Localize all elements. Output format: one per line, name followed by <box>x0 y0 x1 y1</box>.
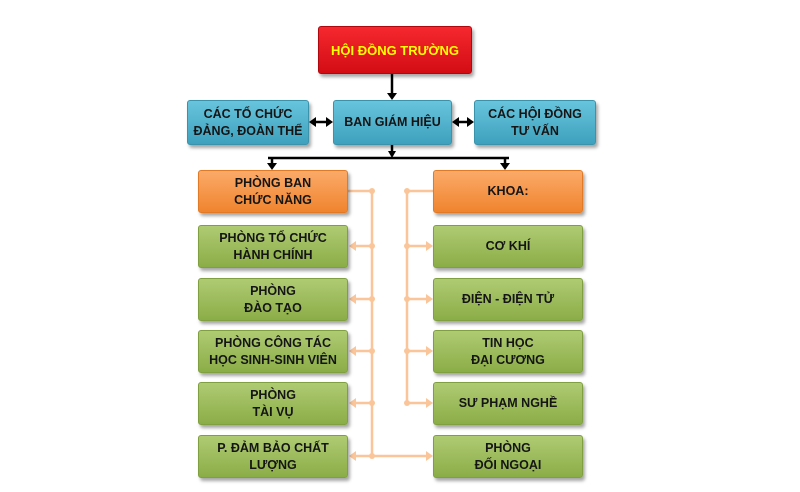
department-arrowhead-1 <box>349 241 356 251</box>
faculty-arrowhead-2 <box>426 294 433 304</box>
faculty-label: ĐIỆN - ĐIỆN TỬ <box>461 292 555 306</box>
department-box: PHÒNG CÔNG TÁC HỌC SINH-SINH VIÊN <box>198 330 348 373</box>
arrowhead-to-party <box>309 117 316 127</box>
department-label: PHÒNG TỔ CHỨC HÀNH CHÍNH <box>219 230 327 262</box>
faculty-box: SƯ PHẠM NGHỀ <box>433 382 583 425</box>
department-junction-dot <box>369 188 375 194</box>
departments-trunk <box>348 189 374 456</box>
department-box: PHÒNG TỔ CHỨC HÀNH CHÍNH <box>198 225 348 268</box>
faculty-arrowhead-1 <box>426 241 433 251</box>
faculties-header-label: KHOA: <box>487 184 529 198</box>
department-arrowhead-5 <box>349 451 356 461</box>
faculty-junction-dot <box>404 400 410 406</box>
arrowhead-board-to-rectorate <box>387 93 397 100</box>
faculty-box: TIN HỌC ĐẠI CƯƠNG <box>433 330 583 373</box>
departments-header-label: PHÒNG BAN CHỨC NĂNG <box>234 175 312 207</box>
faculties-header-box: KHOA: <box>433 170 583 213</box>
department-arrowhead-4 <box>349 398 356 408</box>
faculty-junction-dot <box>404 243 410 249</box>
department-junction-dot <box>369 243 375 249</box>
department-box: P. ĐẢM BẢO CHẤT LƯỢNG <box>198 435 348 478</box>
department-arrowhead-3 <box>349 346 356 356</box>
department-box: PHÒNG ĐÀO TẠO <box>198 278 348 321</box>
advisory-councils-label: CÁC HỘI ĐỒNG TƯ VẤN <box>488 106 582 138</box>
department-label: PHÒNG CÔNG TÁC HỌC SINH-SINH VIÊN <box>209 335 337 367</box>
school-board-label: HỘI ĐỒNG TRƯỜNG <box>330 42 460 58</box>
faculty-arrowhead-4 <box>426 398 433 408</box>
faculty-junction-dot <box>404 296 410 302</box>
faculty-arrowhead-3 <box>426 346 433 356</box>
department-junction-dot <box>369 348 375 354</box>
faculty-label: PHÒNG ĐỐI NGOẠI <box>474 440 542 472</box>
party-organizations-box: CÁC TỔ CHỨC ĐẢNG, ĐOÀN THỂ <box>187 100 309 145</box>
arrowhead-to-faculties <box>500 163 510 170</box>
arrowhead-to-rectorate-left <box>326 117 333 127</box>
faculty-box: PHÒNG ĐỐI NGOẠI <box>433 435 583 478</box>
advisory-councils-box: CÁC HỘI ĐỒNG TƯ VẤN <box>474 100 596 145</box>
department-label: PHÒNG ĐÀO TẠO <box>244 283 302 315</box>
rectorate-box: BAN GIÁM HIỆU <box>333 100 452 145</box>
arrowhead-rectorate-down <box>388 151 396 158</box>
rectorate-label: BAN GIÁM HIỆU <box>344 115 441 129</box>
department-label: PHÒNG TÀI VỤ <box>250 387 296 419</box>
arrowhead-to-rectorate-right <box>452 117 459 127</box>
arrowhead-to-departments <box>267 163 277 170</box>
faculty-box: CƠ KHÍ <box>433 225 583 268</box>
faculty-box: ĐIỆN - ĐIỆN TỬ <box>433 278 583 321</box>
arrowhead-to-councils <box>467 117 474 127</box>
faculty-label: CƠ KHÍ <box>485 239 531 253</box>
foreign-affairs-arrowhead <box>426 451 433 461</box>
department-junction-dot <box>369 296 375 302</box>
department-junction-dot <box>369 400 375 406</box>
school-board-box: HỘI ĐỒNG TRƯỜNG <box>318 26 472 74</box>
party-organizations-label: CÁC TỔ CHỨC ĐẢNG, ĐOÀN THỂ <box>193 106 303 138</box>
departments-header-box: PHÒNG BAN CHỨC NĂNG <box>198 170 348 213</box>
department-arrowhead-2 <box>349 294 356 304</box>
department-junction-dot <box>369 453 375 459</box>
department-label: P. ĐẢM BẢO CHẤT LƯỢNG <box>217 440 329 472</box>
faculty-label: TIN HỌC ĐẠI CƯƠNG <box>471 335 545 367</box>
faculty-junction-dot <box>404 348 410 354</box>
faculty-junction-dot <box>404 188 410 194</box>
department-box: PHÒNG TÀI VỤ <box>198 382 348 425</box>
faculty-label: SƯ PHẠM NGHỀ <box>458 396 558 410</box>
